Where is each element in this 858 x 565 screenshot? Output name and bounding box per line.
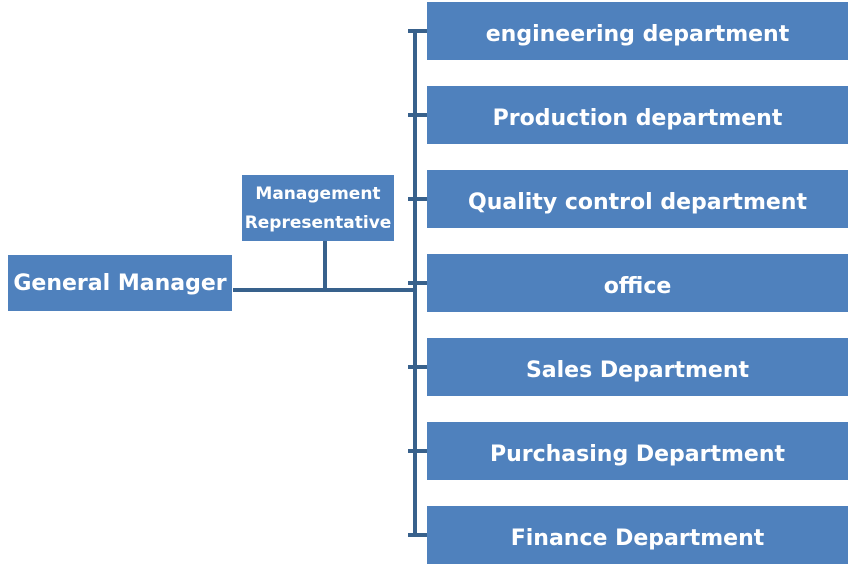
connector-stub-purchasing xyxy=(408,449,427,453)
connector-stub-production xyxy=(408,113,427,117)
connector-stub-finance xyxy=(408,533,427,537)
node-management-representative-label-line2: Representative xyxy=(244,213,392,233)
node-label: Sales Department xyxy=(525,357,750,383)
node-general-manager: General Manager xyxy=(8,255,232,311)
node-label: Quality control department xyxy=(468,189,807,215)
connector-stub-engineering xyxy=(408,29,427,33)
node-management-representative-label-line1: Management xyxy=(255,184,381,204)
node-quality-control-department: Quality control department xyxy=(427,170,848,228)
node-label: Purchasing Department xyxy=(489,441,786,467)
node-purchasing-department: Purchasing Department xyxy=(427,422,848,480)
node-label: engineering department xyxy=(485,21,790,47)
connector-stub-office xyxy=(408,281,427,285)
node-management-representative: Management Representative xyxy=(242,175,394,241)
node-finance-department: Finance Department xyxy=(427,506,848,564)
node-engineering-department: engineering department xyxy=(427,2,848,60)
node-general-manager-label: General Manager xyxy=(13,270,227,296)
node-office: office xyxy=(427,254,848,312)
node-production-department: Production department xyxy=(427,86,848,144)
node-label: Finance Department xyxy=(510,525,765,551)
node-label: Production department xyxy=(492,105,783,131)
connector-stub-quality xyxy=(408,197,427,201)
node-sales-department: Sales Department xyxy=(427,338,848,396)
connector-management-representative-drop xyxy=(323,241,327,292)
node-label: office xyxy=(603,273,672,299)
connector-stub-sales xyxy=(408,365,427,369)
connector-spine xyxy=(413,29,417,537)
